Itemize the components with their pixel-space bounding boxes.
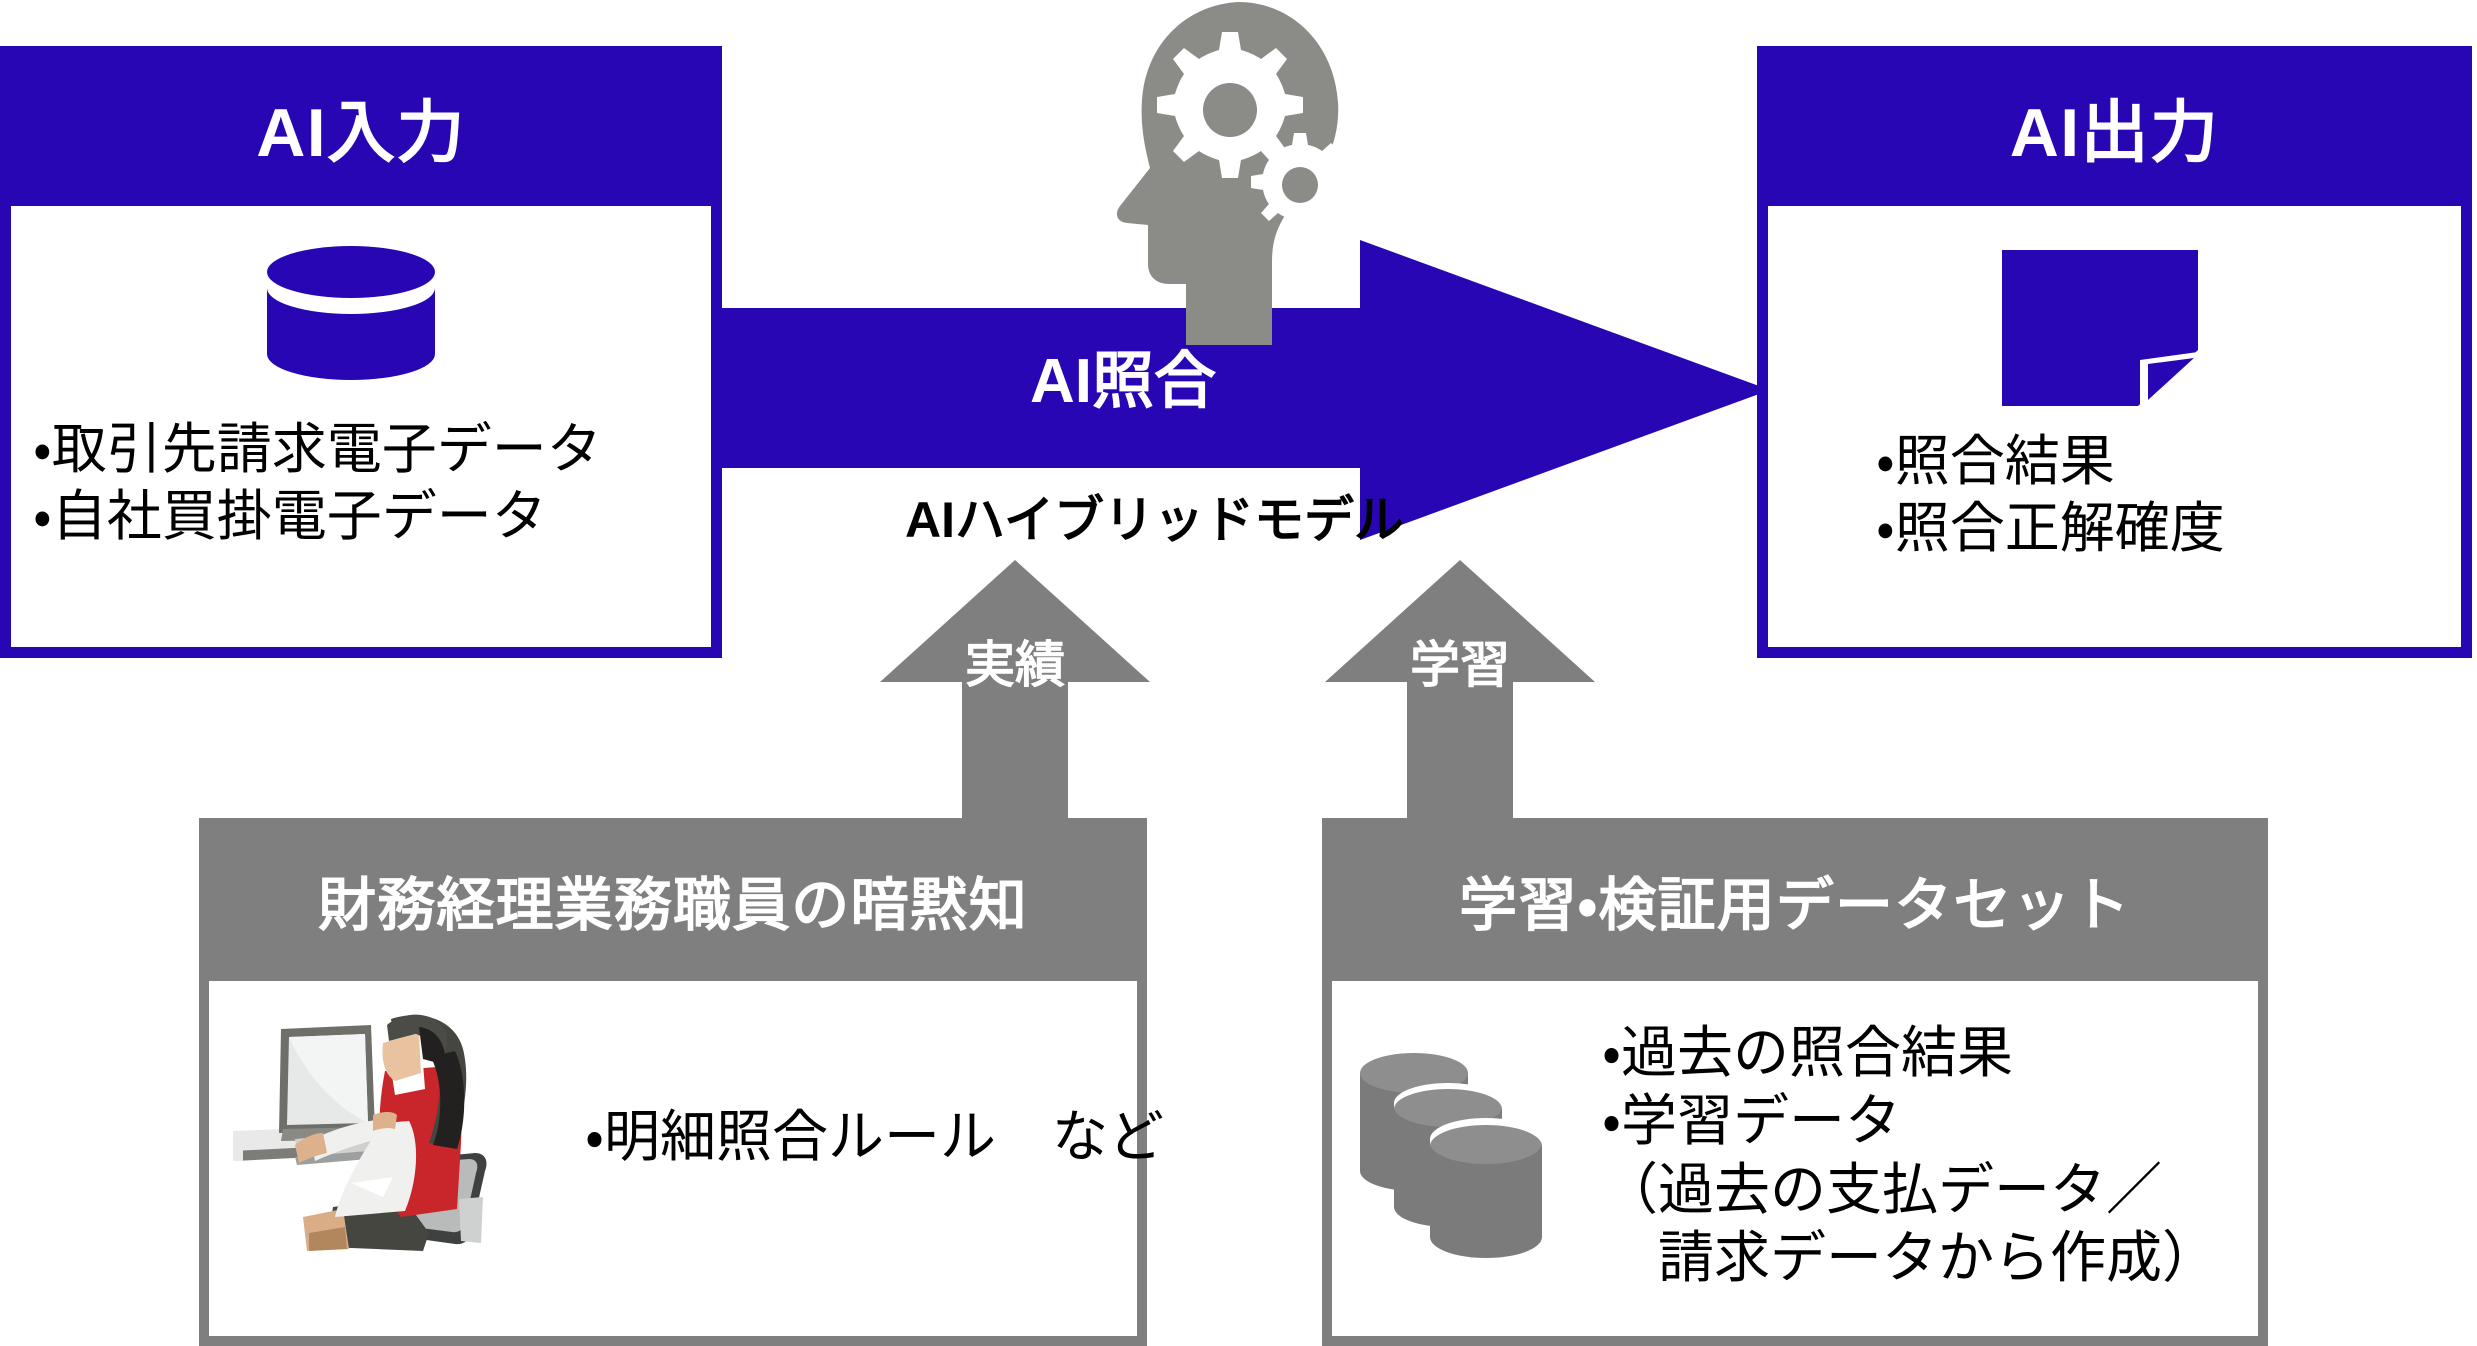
database-cylinder-icon bbox=[267, 246, 435, 380]
feedback-arrow-learning bbox=[1325, 560, 1595, 860]
tacit-knowledge-bullets: ・明細照合ルール など bbox=[585, 1103, 1164, 1171]
person-at-computer-icon bbox=[233, 1014, 487, 1251]
dataset-bullet-2: （過去の支払データ／ bbox=[1602, 1157, 2162, 1221]
tacit-knowledge-body: ・明細照合ルール など bbox=[209, 981, 1164, 1336]
ai-output-bullet-0: ・照合結果 bbox=[1876, 430, 2115, 492]
feedback-arrow-results bbox=[880, 560, 1150, 860]
ai-matching-label: AI照合 bbox=[1030, 347, 1217, 416]
ai-input-panel: AI入力 ・取引先請求電子データ・自社買掛電子データ bbox=[0, 46, 722, 658]
dataset-title: 学習・検証用データセット bbox=[1332, 818, 2258, 981]
ai-output-panel: AI出力 ・照合結果・照合正解確度 bbox=[1757, 46, 2472, 658]
ai-output-body: ・照合結果・照合正解確度 bbox=[1768, 206, 2461, 647]
dataset-bullets: ・過去の照合結果・学習データ（過去の支払データ／ 請求データから作成） bbox=[1602, 1019, 2218, 1292]
tacit-knowledge-title: 財務経理業務職員の暗黙知 bbox=[209, 818, 1137, 981]
ai-output-title: AI出力 bbox=[1768, 46, 2461, 206]
database-stack-icon bbox=[1360, 1053, 1542, 1258]
tacit-knowledge-panel: 財務経理業務職員の暗黙知 bbox=[199, 818, 1164, 1346]
ai-input-bullets: ・取引先請求電子データ・自社買掛電子データ bbox=[33, 416, 602, 550]
feedback-arrow-learning-label: 学習 bbox=[1410, 637, 1510, 693]
ai-output-bullets: ・照合結果・照合正解確度 bbox=[1876, 428, 2225, 562]
document-page-icon bbox=[2002, 250, 2198, 406]
brain-gears-icon bbox=[1116, 2, 1349, 345]
ai-hybrid-model-label: AIハイブリッドモデル bbox=[905, 492, 1404, 548]
dataset-panel: 学習・検証用データセット bbox=[1322, 818, 2268, 1346]
dataset-body: ・過去の照合結果・学習データ（過去の支払データ／ 請求データから作成） bbox=[1332, 981, 2258, 1336]
ai-output-bullet-1: ・照合正解確度 bbox=[1876, 497, 2225, 560]
ai-input-body: ・取引先請求電子データ・自社買掛電子データ bbox=[11, 206, 711, 647]
ai-input-title: AI入力 bbox=[11, 46, 711, 206]
ai-input-bullet-1: ・自社買掛電子データ bbox=[33, 485, 547, 548]
tacit-knowledge-bullet-0: ・明細照合ルール など bbox=[585, 1105, 1165, 1168]
dataset-bullet-0: ・過去の照合結果 bbox=[1602, 1021, 2014, 1084]
ai-input-bullet-0: ・取引先請求電子データ bbox=[33, 418, 602, 480]
dataset-bullet-3: 請求データから作成） bbox=[1602, 1225, 2218, 1289]
dataset-bullet-1: ・学習データ bbox=[1602, 1089, 1902, 1153]
feedback-arrow-results-label: 実績 bbox=[965, 637, 1065, 693]
